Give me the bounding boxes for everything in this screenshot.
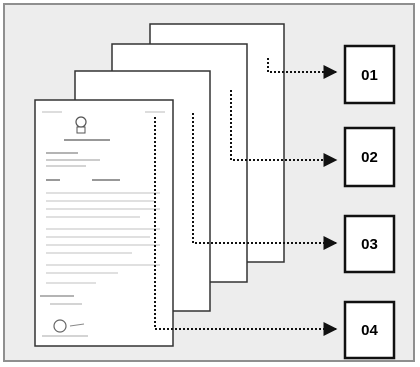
label-02: 02 <box>361 149 378 166</box>
label-04: 04 <box>361 322 378 339</box>
label-01: 01 <box>361 67 378 84</box>
label-box-01: 01 <box>343 44 396 105</box>
stamp-icon <box>53 319 85 333</box>
label-box-02: 02 <box>343 126 396 188</box>
label-box-04: 04 <box>343 300 396 360</box>
connector-01 <box>267 58 338 79</box>
label-box-03: 03 <box>343 214 396 274</box>
front-document-page <box>34 99 174 347</box>
connector-03 <box>192 113 338 250</box>
emblem-icon <box>75 116 87 134</box>
label-03: 03 <box>361 236 378 253</box>
connector-02 <box>230 90 338 167</box>
connector-04 <box>154 117 338 336</box>
